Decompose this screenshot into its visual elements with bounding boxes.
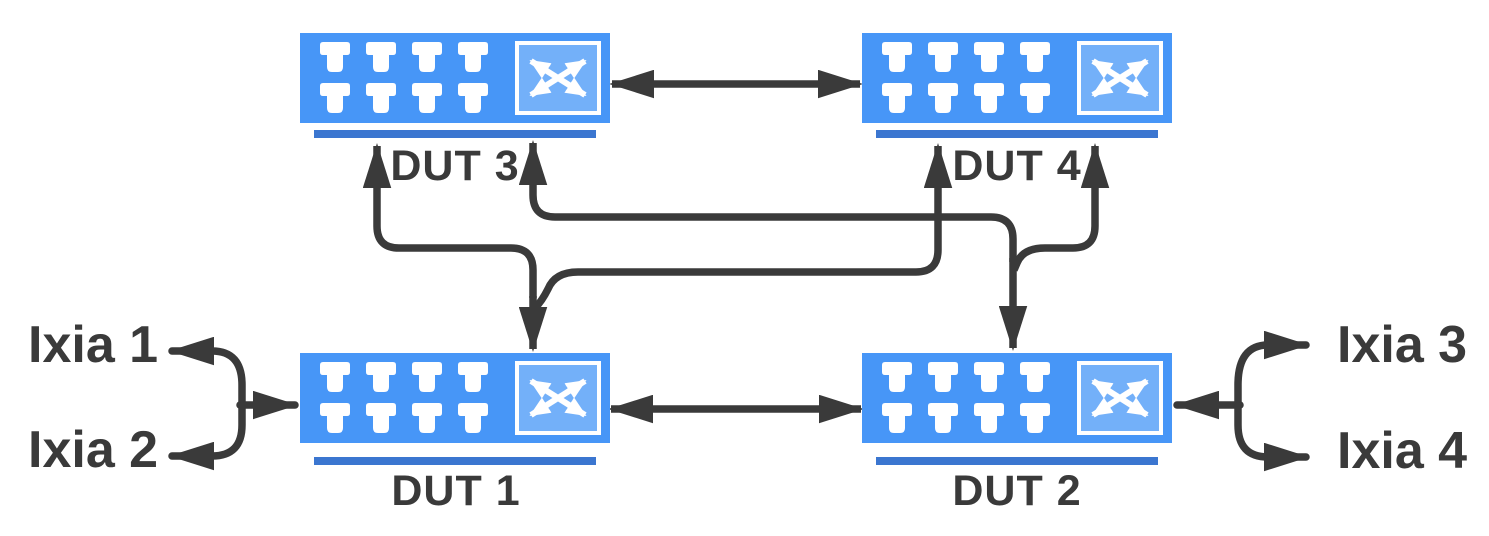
link-dut3-dut1 xyxy=(362,142,537,298)
dut3-underline xyxy=(314,130,596,138)
ixia3-label: Ixia 3 xyxy=(1337,316,1467,374)
dut1-label: DUT 1 xyxy=(391,467,520,515)
link-dut1-ixia2 xyxy=(168,402,246,471)
dut1-underline xyxy=(314,457,596,465)
nodes-layer: DUT 3 DUT 4 DUT 1 DUT 2 xyxy=(300,33,1172,515)
dut2-label: DUT 2 xyxy=(952,467,1081,515)
ixia1-label: Ixia 1 xyxy=(28,316,158,374)
node-dut3: DUT 3 xyxy=(300,33,610,190)
tester-labels-layer: Ixia 1 Ixia 2 Ixia 3 Ixia 4 xyxy=(28,316,1467,480)
node-dut2: DUT 2 xyxy=(862,353,1172,515)
dut4-switch-graphic xyxy=(862,33,1172,123)
ixia2-label: Ixia 2 xyxy=(28,421,158,479)
dut2-switch-graphic xyxy=(862,353,1172,443)
dut1-switch-graphic xyxy=(300,353,610,443)
link-dut2-ixia3 xyxy=(1234,330,1310,408)
link-dut3-dut2 xyxy=(518,139,1017,262)
links-layer xyxy=(168,69,1310,472)
dut2-underline xyxy=(876,457,1158,465)
dut3-switch-graphic xyxy=(300,33,610,123)
dut4-underline xyxy=(876,130,1158,138)
dut4-label: DUT 4 xyxy=(952,142,1081,190)
link-dut1-ixia1 xyxy=(168,336,246,408)
node-dut4: DUT 4 xyxy=(862,33,1172,190)
ixia4-label: Ixia 4 xyxy=(1337,422,1467,480)
link-dut4-dut2 xyxy=(1010,142,1110,272)
link-dut2-ixia4 xyxy=(1234,402,1310,472)
dut3-label: DUT 3 xyxy=(390,142,519,190)
link-dut4-dut1 xyxy=(532,142,953,311)
node-dut1: DUT 1 xyxy=(300,353,610,515)
